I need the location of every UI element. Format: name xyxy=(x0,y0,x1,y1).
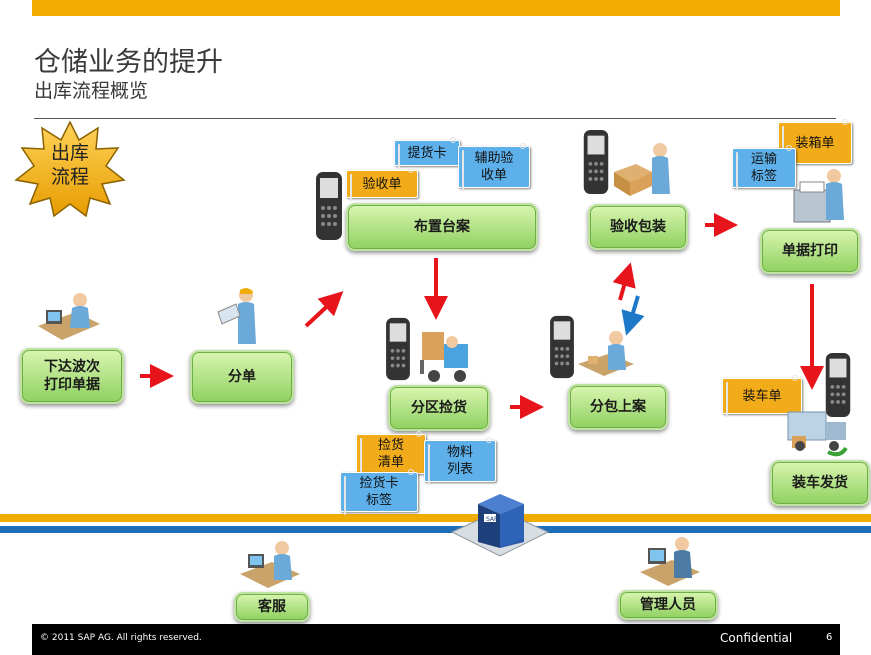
tag-pick-card-label: 捡货卡 标签 xyxy=(340,469,418,515)
band-orange xyxy=(0,514,871,522)
step-ship: 装车发货 xyxy=(770,460,870,506)
handheld-scanner-icon xyxy=(316,172,342,240)
tag-material-list: 物料 列表 xyxy=(424,437,496,485)
printer-icon xyxy=(793,169,844,223)
arrow-pack-to-inspect xyxy=(612,262,636,301)
truck-icon xyxy=(787,411,848,457)
worker-at-desk-icon xyxy=(38,293,100,340)
gear-star-icon xyxy=(14,120,126,218)
manager-at-computer-icon xyxy=(640,537,700,586)
tag-loading-list: 装车单 xyxy=(722,375,802,417)
worker-packing-icon xyxy=(614,143,670,196)
top-accent-bar xyxy=(32,0,840,16)
handheld-scanner-icon xyxy=(825,353,851,417)
page-subtitle: 出库流程概览 xyxy=(34,80,149,102)
copyright-text: © 2011 SAP AG. All rights reserved. xyxy=(40,633,202,643)
handheld-scanner-icon xyxy=(386,317,410,381)
page-number: 6 xyxy=(826,632,833,643)
tag-pick-card: 提货卡 xyxy=(394,137,460,169)
tag-packing-list: 装箱单 xyxy=(778,119,852,167)
step-print-docs: 单据打印 xyxy=(760,228,860,274)
handheld-scanner-icon xyxy=(583,130,609,194)
role-customer-service: 客服 xyxy=(234,592,310,622)
worker-with-clipboard-icon xyxy=(217,288,256,344)
handheld-scanner-icon xyxy=(550,315,574,379)
tag-receipt: 验收单 xyxy=(346,167,418,201)
footer-bar: © 2011 SAP AG. All rights reserved. Conf… xyxy=(32,624,840,655)
step-split-order: 分单 xyxy=(190,350,294,404)
step-pack-station: 分包上案 xyxy=(568,384,668,430)
confidential-label: Confidential xyxy=(720,631,793,645)
step-layout-table: 布置台案 xyxy=(346,203,538,251)
worker-at-computer-icon xyxy=(240,541,300,588)
tag-pick-list: 捡货 清单 xyxy=(356,431,426,477)
svg-text:SAP: SAP xyxy=(486,516,498,523)
band-gap xyxy=(0,523,871,525)
forklift-icon xyxy=(420,332,468,382)
process-badge-label: 出库 流程 xyxy=(50,142,89,188)
arrow-split-to-layout xyxy=(304,291,344,328)
band-blue xyxy=(0,526,871,533)
page-title: 仓储业务的提升 xyxy=(34,47,223,78)
title-divider xyxy=(34,118,836,119)
role-manager: 管理人员 xyxy=(618,590,718,620)
step-release-wave: 下达波次 打印单据 xyxy=(20,348,124,404)
step-inspect-pack: 验收包装 xyxy=(588,204,688,250)
tag-aux-receipt: 辅助验 收单 xyxy=(458,143,530,191)
arrow-inspect-to-pack xyxy=(621,295,645,336)
server-box-icon: SAP xyxy=(450,494,550,557)
step-zone-pick: 分区捡货 xyxy=(388,385,490,431)
worker-at-packing-table-icon xyxy=(578,331,634,376)
tag-shipping-label: 运输 标签 xyxy=(732,145,796,191)
